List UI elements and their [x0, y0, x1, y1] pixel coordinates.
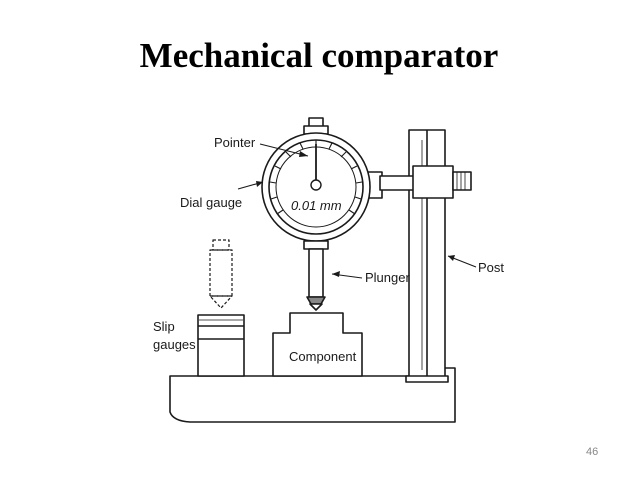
plunger [306, 248, 326, 311]
label-dial-scale: 0.01 mm [291, 198, 342, 213]
page-number: 46 [586, 446, 599, 458]
dial-gauge [261, 117, 371, 250]
label-dial-gauge: Dial gauge [180, 195, 242, 210]
reference-plunger-ghost [209, 239, 233, 309]
mechanical-comparator-diagram: Pointer Dial gauge 0.01 mm Plunger Post … [153, 117, 504, 423]
dial-arm [365, 165, 472, 199]
label-plunger: Plunger [365, 270, 410, 285]
label-pointer: Pointer [214, 135, 256, 150]
slide-title: Mechanical comparator [139, 36, 499, 75]
dial-ticks [269, 140, 363, 215]
label-slip-gauges-line1: Slip [153, 319, 175, 334]
label-component: Component [289, 349, 357, 364]
label-slip-gauges-line2: gauges [153, 337, 196, 352]
dial-hub [310, 179, 322, 191]
slip-gauges [197, 314, 245, 377]
label-post: Post [478, 260, 504, 275]
component [272, 312, 363, 377]
